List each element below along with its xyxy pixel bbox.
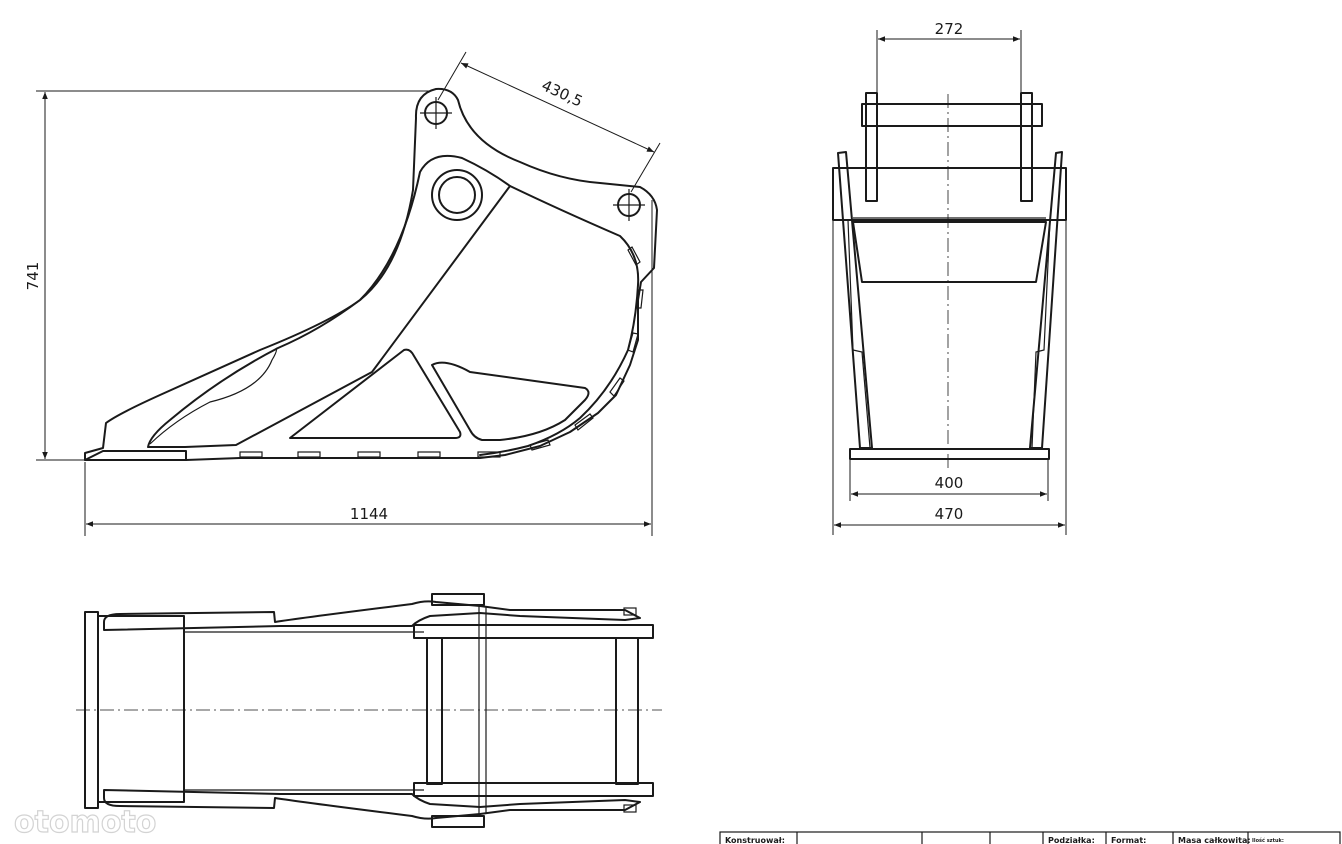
top-upper-side-plate [103,600,641,631]
designer-label: Konstruował: [725,836,785,844]
inner-width-dimension: 400 [935,474,964,492]
length-dimension: 1144 [350,505,388,523]
front-pin-shaft [861,103,1043,127]
front-top-beam [832,167,1067,221]
pin-spacing-dimension: 272 [935,20,964,38]
scale-label: Podziałka: [1048,836,1095,844]
main-pin-boss-outer [431,169,483,221]
front-right-ear [1020,92,1033,202]
total-mass-label: Masa całkowita: [1178,836,1251,844]
inner-plate [147,154,511,448]
outer-width-dimension: 470 [935,505,964,523]
format-label: Format: [1111,836,1146,844]
top-lower-side-plate [103,789,641,820]
top-upper-pin [413,624,654,639]
base-plate [84,450,187,461]
top-view [76,593,662,828]
side-view: 741 1144 430,5 [24,51,661,536]
height-dimension: 741 [24,262,42,291]
front-left-ear [865,92,878,202]
bucket-outline [84,87,658,461]
main-pin-boss-inner [438,176,476,214]
top-left-lug [426,637,443,785]
front-bowl [852,221,1047,283]
top-right-lug [615,637,639,785]
rib-window [431,361,590,441]
top-bowl [97,615,185,803]
front-base-plate [849,448,1050,460]
top-lower-cap [431,815,485,828]
shell-curve [479,185,640,456]
top-lower-pin [413,782,654,797]
watermark: otomoto [14,805,156,840]
inner-sweep [149,347,278,445]
pin-distance-dimension: 430,5 [539,76,586,110]
gusset-triangle [289,348,462,439]
top-upper-cap [431,593,485,606]
title-block: Konstruował: Podziałka: Format: Masa cał… [719,831,1341,844]
front-view: 272 400 470 [832,20,1067,535]
teeth [239,246,644,458]
quantity-label: Ilość sztuk: [1252,837,1284,844]
